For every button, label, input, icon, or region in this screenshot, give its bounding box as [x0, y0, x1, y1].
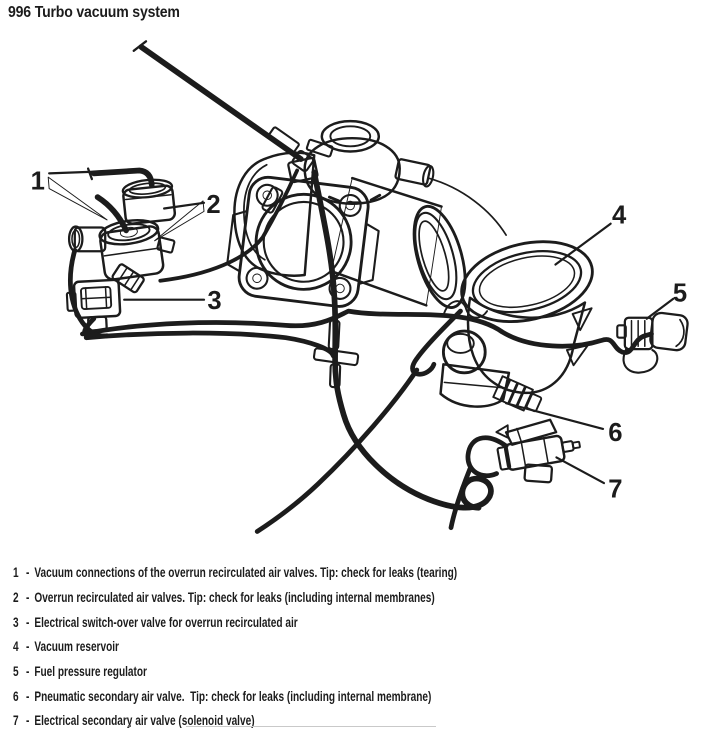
legend-item-3: 3-Electrical switch-over valve for overr…: [13, 609, 513, 634]
legend-text: Pneumatic secondary air valve. Tip: chec…: [34, 687, 432, 704]
hose-left-vertical: [68, 247, 110, 339]
corrugated-port: [492, 375, 543, 413]
page-bottom-artifact: [186, 726, 436, 727]
callout-4: 4: [612, 202, 627, 230]
callout-5: 5: [673, 280, 687, 308]
legend-num: 5: [13, 663, 19, 680]
callout-7: 7: [608, 475, 622, 503]
hose-t-to-valve3: [158, 168, 299, 283]
left-port: [73, 226, 107, 253]
hose-center-s: [311, 169, 494, 511]
legend-text: Fuel pressure regulator: [34, 663, 147, 680]
legend-num: 1: [13, 564, 19, 581]
switch-over-valve: [65, 278, 122, 332]
legend-separator: -: [25, 638, 30, 655]
callout-2-leader-a: [163, 201, 206, 210]
hose-valve3-elbow: [82, 316, 97, 339]
overrun-valve-upper: [121, 178, 177, 225]
hose-elbow-upper-valve: [86, 167, 155, 188]
throttle-body-flange: [226, 175, 380, 308]
legend-text: Electrical switch-over valve for overrun…: [34, 613, 298, 630]
page-bottom-artifact-dot: [128, 725, 131, 727]
legend-text: Electrical secondary air valve (solenoid…: [34, 712, 255, 729]
legend-num: 4: [13, 638, 19, 655]
overrun-air-valves: [67, 178, 284, 294]
hose-connector: [261, 186, 284, 214]
legend-num: 3: [13, 613, 19, 630]
callout-2: 2: [206, 191, 220, 219]
overrun-valve-lower: [98, 219, 165, 281]
legend-item-5: 5-Fuel pressure regulator: [13, 659, 513, 684]
callout-numbers: 1 2 3 4 5 6 7: [31, 168, 687, 504]
flange-bolts: [245, 183, 362, 300]
legend-separator: -: [25, 663, 30, 680]
legend-num: 2: [13, 589, 19, 606]
hose-sleeve: [111, 263, 145, 294]
legend: 1-Vacuum connections of the overrun reci…: [13, 560, 708, 733]
electrical-secondary-air-valve: [495, 418, 581, 484]
legend-item-6: 6-Pneumatic secondary air valve. Tip: ch…: [13, 683, 513, 708]
callout-leaders: [47, 169, 675, 485]
callout-6: 6: [608, 419, 622, 447]
pneumatic-secondary-air-valve: [439, 329, 543, 413]
callout-5-leader: [645, 297, 675, 320]
legend-item-4: 4-Vacuum reservoir: [13, 634, 513, 659]
page-title: 996 Turbo vacuum system: [8, 4, 180, 21]
legend-num: 6: [13, 687, 19, 704]
vacuum-system-diagram: 1 2 3 4 5 6 7: [31, 40, 689, 534]
vacuum-reservoir: [442, 240, 594, 395]
callout-1-leader-b: [47, 176, 108, 221]
legend-text: Vacuum reservoir: [34, 638, 119, 655]
legend-num: 7: [13, 712, 19, 729]
vacuum-tee-pot: [267, 119, 435, 205]
callout-1: 1: [31, 168, 45, 196]
legend-item-7: 7-Electrical secondary air valve (soleno…: [13, 708, 513, 733]
callout-2-leader-b: [154, 200, 205, 242]
legend-item-1: 1-Vacuum connections of the overrun reci…: [13, 560, 513, 585]
fuel-pressure-regulator: [616, 311, 689, 374]
hose-pneumatic-hook: [254, 308, 463, 534]
legend-separator: -: [25, 589, 30, 606]
reservoir-bracket: [442, 300, 489, 319]
legend-separator: -: [25, 687, 30, 704]
callout-3: 3: [207, 287, 221, 315]
legend-separator: -: [25, 712, 30, 729]
hose-cross-fitting: [312, 319, 360, 389]
hose-main-left-to-regulator: [80, 308, 654, 355]
callout-7-leader: [555, 456, 606, 485]
line-pot-port: [427, 177, 507, 236]
callout-6-leader: [505, 402, 605, 430]
intake-tube: [330, 176, 467, 309]
legend-item-2: 2-Overrun recirculated air valves. Tip: …: [13, 585, 513, 610]
legend-text: Overrun recirculated air valves. Tip: ch…: [34, 589, 435, 606]
legend-separator: -: [25, 564, 30, 581]
callout-4-leader: [554, 222, 612, 266]
hose-into-lower-valve: [94, 194, 129, 234]
legend-text: Vacuum connections of the overrun recirc…: [34, 564, 458, 581]
legend-separator: -: [25, 613, 30, 630]
hose-solenoid-loop: [448, 435, 509, 531]
callout-1-leader-a: [48, 169, 128, 175]
hose-lower-parallel: [83, 330, 336, 359]
hoses: [68, 40, 654, 534]
